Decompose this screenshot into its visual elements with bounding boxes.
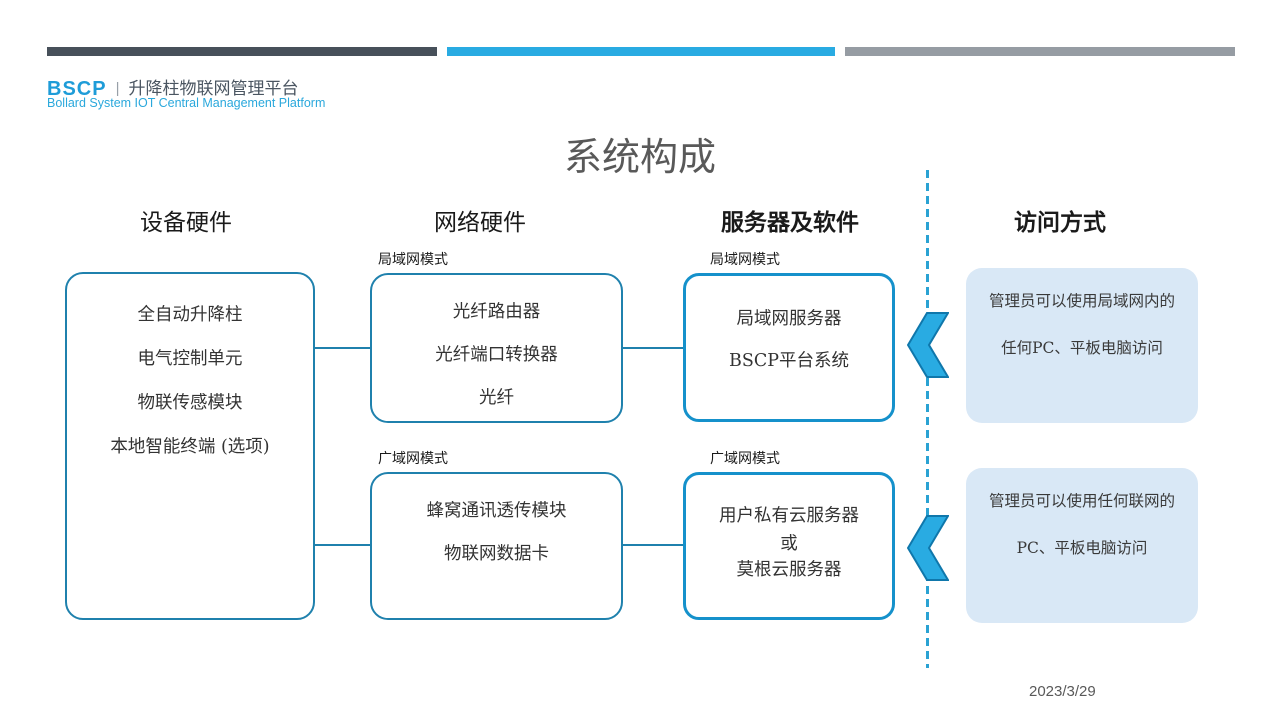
top-bar-dark	[47, 47, 437, 56]
access-lan-box: 管理员可以使用局域网内的 任何PC、平板电脑访问	[966, 268, 1198, 423]
server-lan-box: 局域网服务器 BSCP平台系统	[683, 273, 895, 422]
slide-date: 2023/3/29	[1029, 683, 1096, 700]
device-item: 电气控制单元	[137, 349, 243, 369]
access-text: 任何PC、平板电脑访问	[1001, 339, 1163, 357]
network-item: 光纤路由器	[452, 302, 541, 322]
server-wan-box: 用户私有云服务器 或 莫根云服务器	[683, 472, 895, 620]
access-wan-box: 管理员可以使用任何联网的 PC、平板电脑访问	[966, 468, 1198, 623]
column-header-server-software: 服务器及软件	[721, 209, 859, 236]
wan-mode-label-server: 广域网模式	[710, 450, 780, 466]
server-item: 用户私有云服务器	[719, 506, 859, 526]
connector-device-to-wan	[315, 544, 370, 546]
page-title: 系统构成	[563, 137, 716, 179]
wan-mode-label-network: 广域网模式	[378, 450, 448, 466]
access-text: 管理员可以使用任何联网的	[988, 492, 1175, 510]
server-item: BSCP平台系统	[728, 351, 849, 371]
logo-text: BSCP	[47, 78, 107, 100]
connector-lan-to-server	[623, 347, 683, 349]
access-text: PC、平板电脑访问	[1016, 539, 1148, 557]
device-item: 物联传感模块	[137, 393, 243, 413]
device-item: 本地智能终端 (选项)	[110, 437, 270, 457]
device-item: 全自动升降柱	[137, 305, 243, 325]
network-item: 光纤端口转换器	[435, 345, 558, 365]
connector-wan-to-server	[623, 544, 683, 546]
column-header-access-method: 访问方式	[1014, 209, 1106, 236]
network-item: 光纤	[479, 388, 514, 408]
top-bar-cyan	[447, 47, 835, 56]
network-lan-box: 光纤路由器 光纤端口转换器 光纤	[370, 273, 623, 423]
server-item: 局域网服务器	[736, 309, 842, 329]
column-header-network-hardware: 网络硬件	[434, 209, 526, 235]
logo: BSCP | 升降柱物联网管理平台	[47, 74, 298, 101]
top-bar-gray	[845, 47, 1235, 56]
lan-mode-label-server: 局域网模式	[710, 251, 780, 267]
access-text: 管理员可以使用局域网内的	[988, 292, 1175, 310]
column-header-device-hardware: 设备硬件	[140, 209, 232, 235]
lan-mode-label-network: 局域网模式	[378, 251, 448, 267]
dashed-divider-line	[926, 170, 929, 668]
network-item: 物联网数据卡	[444, 544, 549, 564]
device-hardware-box: 全自动升降柱 电气控制单元 物联传感模块 本地智能终端 (选项)	[65, 272, 315, 620]
server-item-or: 或	[780, 534, 798, 554]
connector-device-to-lan	[315, 347, 370, 349]
logo-title-cn: 升降柱物联网管理平台	[128, 79, 299, 98]
logo-subtitle: Bollard System IOT Central Management Pl…	[47, 96, 326, 110]
network-wan-box: 蜂窝通讯透传模块 物联网数据卡	[370, 472, 623, 620]
logo-separator: |	[115, 80, 120, 97]
chevron-left-arrow-icon	[907, 312, 949, 378]
server-item: 莫根云服务器	[736, 560, 842, 580]
network-item: 蜂窝通讯透传模块	[426, 501, 567, 521]
chevron-left-arrow-icon	[907, 515, 949, 581]
